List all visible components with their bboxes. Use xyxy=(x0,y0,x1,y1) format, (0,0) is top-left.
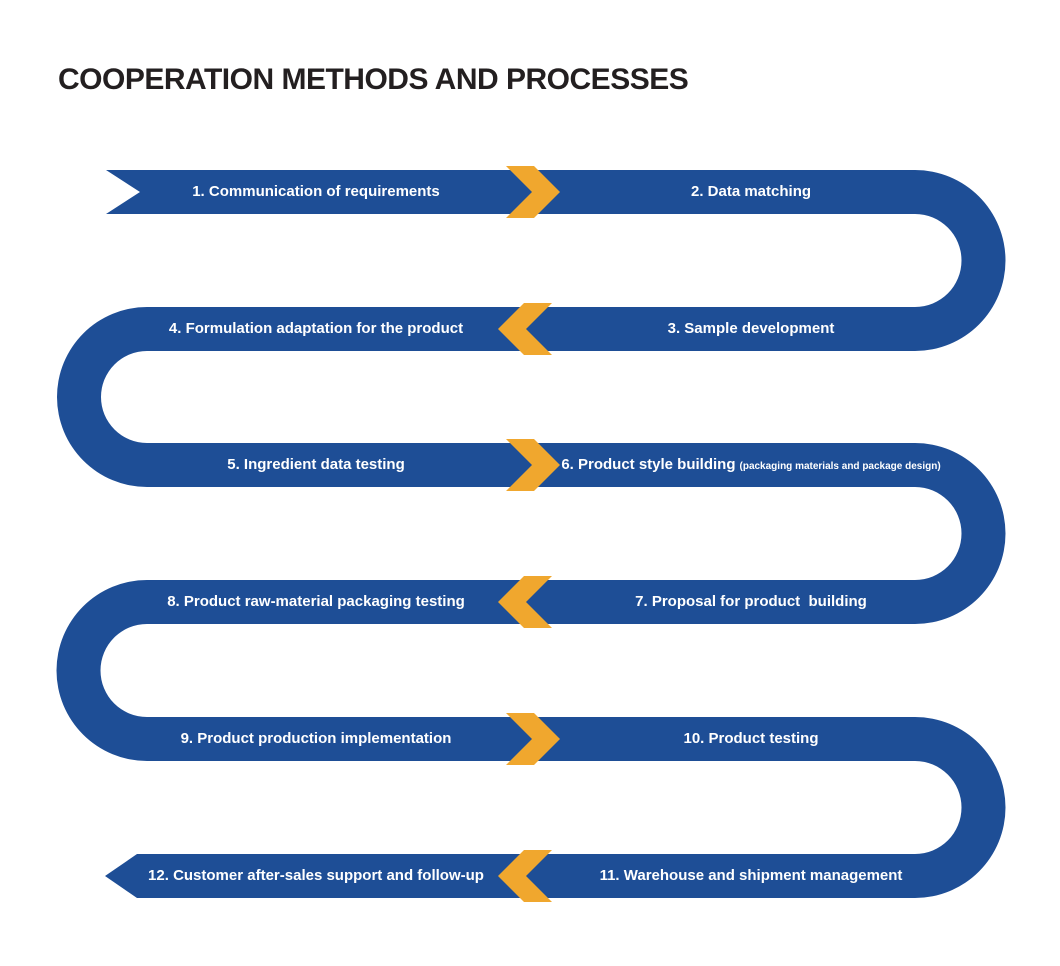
step-10-label: 10. Product testing xyxy=(683,730,819,747)
page-title: COOPERATION METHODS AND PROCESSES xyxy=(58,63,689,96)
step-6-label-main: 6. Product style building xyxy=(561,456,736,473)
step-5-label: 5. Ingredient data testing xyxy=(227,456,405,473)
chevron-right-icon xyxy=(506,439,560,491)
step-12-label: 12. Customer after-sales support and fol… xyxy=(148,867,484,884)
ribbon-path xyxy=(56,170,1006,898)
step-9-label: 9. Product production implementation xyxy=(180,730,452,747)
chevron-left-icon xyxy=(498,576,552,628)
step-8-label: 8. Product raw-material packaging testin… xyxy=(167,593,465,610)
chevron-left-icon xyxy=(498,303,552,355)
step-7-label: 7. Proposal for product building xyxy=(635,593,867,610)
step-2-label: 2. Data matching xyxy=(690,183,812,200)
chevron-right-icon xyxy=(506,166,560,218)
chevron-right-icon xyxy=(506,713,560,765)
chevron-left-icon xyxy=(498,850,552,902)
step-4-label: 4. Formulation adaptation for the produc… xyxy=(168,320,464,337)
step-11-label: 11. Warehouse and shipment management xyxy=(599,867,903,884)
step-1-label: 1. Communication of requirements xyxy=(192,183,440,200)
step-6-label-note: (packaging materials and package design) xyxy=(739,461,941,472)
step-6-label: 6. Product style building(packaging mate… xyxy=(560,443,942,487)
step-3-label: 3. Sample development xyxy=(667,320,835,337)
